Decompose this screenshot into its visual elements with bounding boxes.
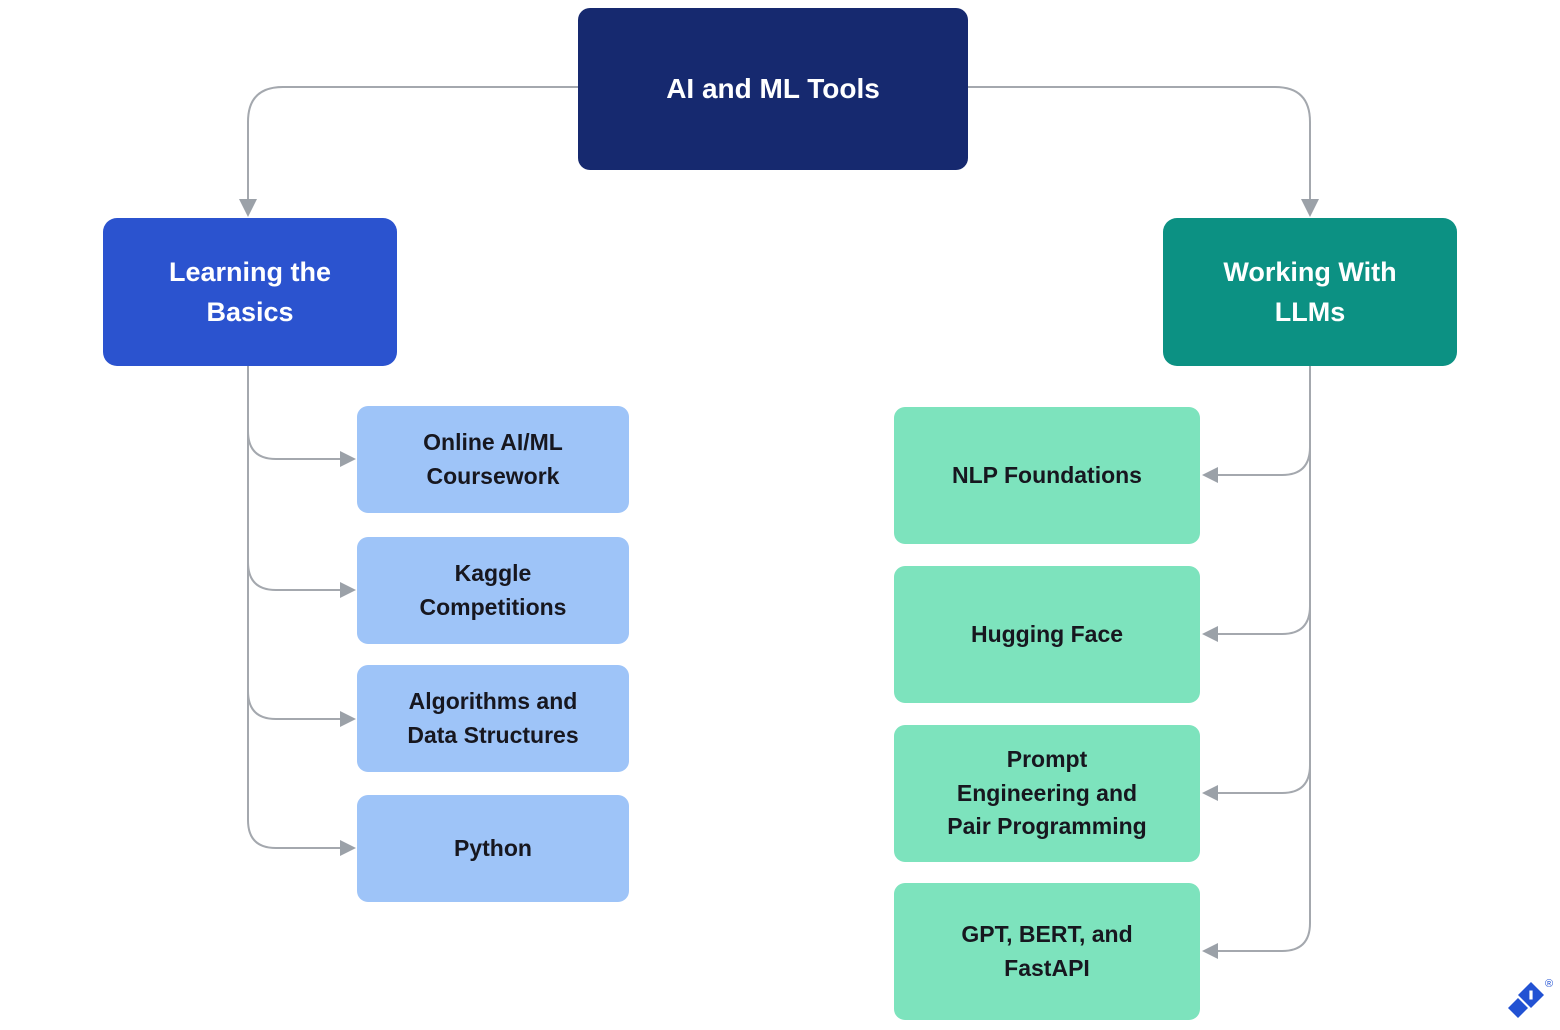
logo-diamond-bottom [1508,998,1528,1018]
connector-right-child-2 [1218,605,1311,635]
connector-left-child-3 [247,690,340,720]
node-online-aiml-coursework: Online AI/ML Coursework [357,406,629,513]
logo-notch [1529,990,1533,1000]
arrowhead-left-child-3 [1202,785,1218,801]
arrowhead-left-child-4 [1202,943,1218,959]
node-label: Working With LLMs [1223,256,1397,328]
node-label: Python [454,834,532,861]
node-label: Hugging Face [970,620,1124,647]
arrowhead-down-left-branch [239,199,257,217]
arrowhead-right-child-1 [340,451,356,467]
arrowhead-right-child-3 [340,711,356,727]
arrowhead-left-child-2 [1202,626,1218,642]
connector-right-child-1 [1218,446,1311,476]
arrowhead-left-child-1 [1202,467,1218,483]
registered-trademark-symbol: ® [1545,978,1553,990]
node-label: Learning the Basics [168,256,331,328]
connector-left-child-1 [247,430,340,460]
connector-paths [247,86,1311,952]
node-algorithms-and-data-structures: Algorithms and Data Structures [357,665,629,772]
node-gpt-bert-and-fastapi: GPT, BERT, and FastAPI [894,883,1200,1020]
node-prompt-engineering-and-pair-programming: Prompt Engineering and Pair Programming [894,725,1200,862]
toptal-logo-icon: ® [1502,976,1554,1026]
node-label: Kaggle Competitions [419,560,567,620]
node-label: AI and ML Tools [666,73,880,105]
node-ai-and-ml-tools: AI and ML Tools [578,8,968,170]
node-kaggle-competitions: Kaggle Competitions [357,537,629,644]
connector-right-child-4 [1218,922,1311,952]
node-hugging-face: Hugging Face [894,566,1200,703]
arrowhead-down-right-branch [1301,199,1319,217]
arrowheads [239,199,1319,959]
node-label: Prompt Engineering and Pair Programming [947,746,1147,840]
node-nlp-foundations: NLP Foundations [894,407,1200,544]
arrowhead-right-child-2 [340,582,356,598]
connector-root-to-right-branch [968,86,1311,200]
node-python: Python [357,795,629,902]
node-learning-the-basics: Learning the Basics [103,218,397,366]
node-label: NLP Foundations [952,461,1142,488]
node-label: Online AI/ML Coursework [423,429,563,489]
node-working-with-llms: Working With LLMs [1163,218,1457,366]
node-label: GPT, BERT, and FastAPI [961,921,1133,981]
connector-left-child-2 [247,561,340,591]
connector-root-to-left-branch [247,86,578,200]
arrowhead-right-child-4 [340,840,356,856]
connector-right-child-3 [1218,764,1311,794]
connector-left-child-4 [247,819,340,849]
node-label: Algorithms and Data Structures [407,688,579,748]
toptal-logo-mark: ® [1508,978,1553,1018]
